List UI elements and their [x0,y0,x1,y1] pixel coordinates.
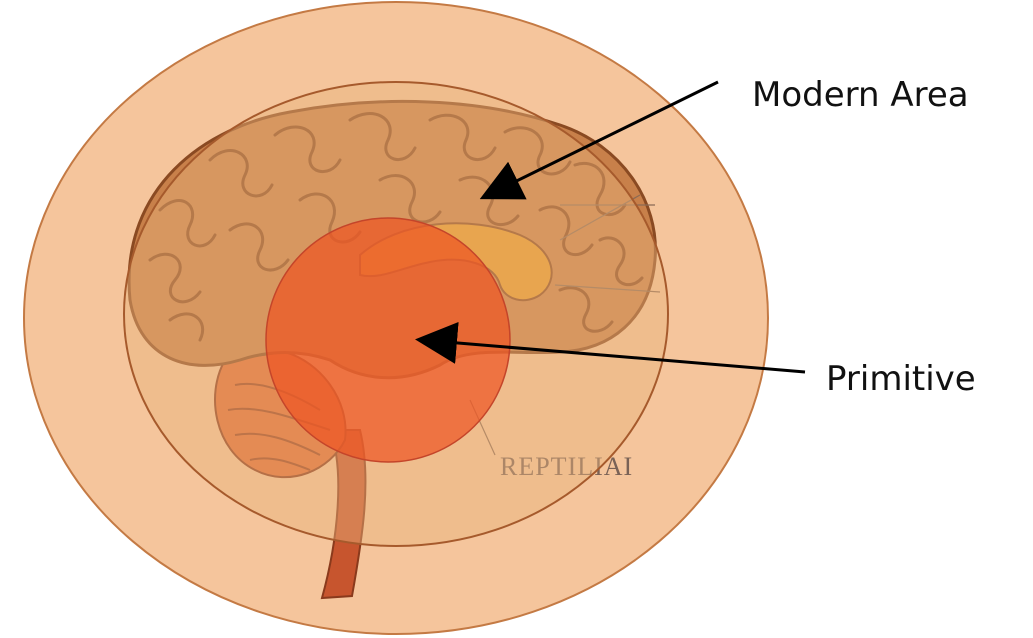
primitive-label: Primitive [826,362,976,396]
inner-circle [266,218,510,462]
modern-area-label: Modern Area [752,78,969,112]
